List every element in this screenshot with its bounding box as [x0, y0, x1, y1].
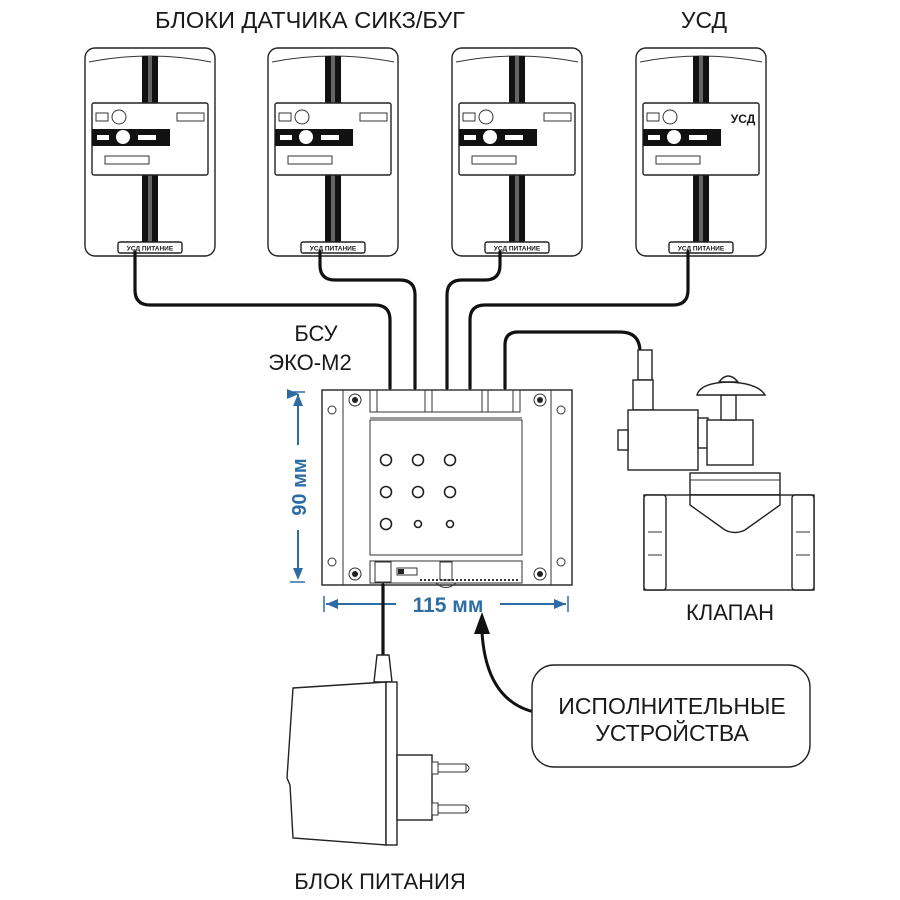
indicator-icon: [662, 109, 678, 125]
sensor-unit: УСД ПИТАНИЕ: [451, 47, 583, 257]
usd-badge: УСД: [731, 112, 756, 126]
indicator-grid: [379, 453, 457, 531]
screw-icon: [533, 393, 547, 407]
led-indicator: [379, 453, 393, 467]
actuators-label-line2: УСТРОЙСТВА: [595, 719, 749, 746]
port-label-plate: [668, 241, 734, 254]
port-label: УСД ПИТАНИЕ: [678, 246, 725, 253]
sensor-cables: [133, 250, 690, 390]
plug-pin: [431, 761, 470, 775]
led-indicator: [443, 485, 457, 499]
width-label: 115 мм: [413, 594, 484, 617]
mount-hole: [327, 405, 337, 415]
led-indicator: [379, 517, 393, 531]
indicator-icon: [111, 109, 127, 125]
port-label: УСД ПИТАНИЕ: [310, 246, 357, 253]
mount-hole: [556, 405, 566, 415]
usd-title: УСД: [681, 7, 728, 33]
port-label-plate: [117, 241, 183, 254]
valve: [617, 349, 815, 591]
actuators-label-line1: ИСПОЛНИТЕЛЬНЫЕ: [558, 693, 785, 719]
mount-hole: [556, 557, 566, 567]
button-icon: [483, 130, 497, 144]
front-panel: [369, 419, 523, 556]
power-connector: [374, 561, 392, 583]
indicator-icon: [294, 109, 310, 125]
controller-label-line1: БСУ: [294, 321, 338, 346]
plug-pin: [431, 802, 470, 816]
indicator-icon: [478, 109, 494, 125]
power-supply: [286, 654, 470, 846]
mount-hole: [327, 557, 337, 567]
actuators-callout: [531, 664, 811, 768]
bottom-terminal-block: [369, 560, 523, 584]
height-label: 90 мм: [289, 458, 311, 515]
screw-icon: [348, 393, 362, 407]
led-indicator: [445, 519, 455, 529]
led-indicator: [379, 485, 393, 499]
screw-icon: [348, 567, 362, 581]
sensor-unit: УСД УСД ПИТАНИЕ: [635, 47, 767, 257]
button-icon: [116, 130, 130, 144]
port-label-plate: [484, 241, 550, 254]
led-indicator: [413, 519, 423, 529]
cable-valve: [503, 330, 642, 390]
button-icon: [299, 130, 313, 144]
power-supply-label: БЛОК ПИТАНИЯ: [294, 869, 466, 894]
arrow-head-icon: [474, 612, 490, 634]
width-dimension: 115 мм: [323, 594, 569, 617]
top-terminal-block: [369, 389, 521, 413]
led-indicator: [443, 453, 457, 467]
port-label-plate: [300, 241, 366, 254]
dip-switch: [396, 567, 418, 576]
screw-icon: [533, 567, 547, 581]
button-icon: [667, 130, 681, 144]
cable-sensor-3: [445, 250, 502, 390]
height-dimension: 90 мм: [287, 389, 311, 583]
controller-unit: [321, 389, 573, 588]
sensor-unit: УСД ПИТАНИЕ: [84, 47, 216, 257]
sensors-title: БЛОКИ ДАТЧИКА СИКЗ/БУГ: [155, 7, 466, 33]
cable-sensor-2: [318, 250, 417, 390]
sensor-unit: УСД ПИТАНИЕ: [267, 47, 399, 257]
actuators-arrow: [480, 631, 535, 714]
port-label: УСД ПИТАНИЕ: [494, 246, 541, 253]
led-indicator: [411, 485, 425, 499]
controller-label-line2: ЭКО-М2: [268, 350, 351, 375]
port-label: УСД ПИТАНИЕ: [127, 246, 174, 253]
cable-usd: [468, 250, 690, 390]
valve-label: КЛАПАН: [686, 600, 774, 625]
cable-sensor-1: [133, 250, 392, 390]
led-indicator: [411, 453, 425, 467]
